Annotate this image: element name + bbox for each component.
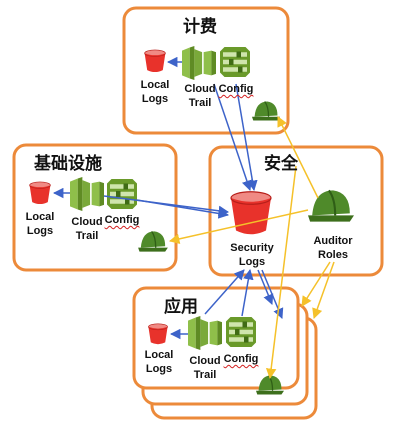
application-config-icon: [226, 317, 256, 347]
application-account-title: 应用: [164, 297, 198, 317]
auditor-to-application-helmet-arrow: [265, 165, 297, 380]
auditor-to-infrastructure-helmet-arrow: [168, 209, 309, 245]
infrastructure-to-security-logs-arrow: [103, 195, 230, 216]
billing-to-security-logs-arrow: [213, 83, 252, 191]
billing-config-icon: [220, 47, 250, 77]
billing-cloudtrail-icon: [182, 46, 216, 80]
infrastructure-account-title: 基础设施: [34, 154, 102, 174]
application-cloudtrail-icon: [188, 316, 222, 350]
security-account-title: 安全: [264, 154, 298, 174]
auditor-to-application-box-arrow-2: [312, 261, 335, 319]
infrastructure-config-label: Config: [104, 214, 140, 226]
billing-account-title: 计费: [183, 17, 217, 37]
security-logs-to-application-arrow-1: [257, 269, 274, 305]
infrastructure-config-icon: [107, 179, 137, 209]
security-logs-bucket-icon: [230, 191, 272, 235]
infrastructure-local-logs-icon: [29, 181, 51, 205]
infrastructure-account-box: [12, 143, 178, 272]
security-account-box: [208, 145, 384, 277]
infrastructure-cloudtrail-icon: [70, 177, 104, 211]
auditor-to-billing-helmet-arrow: [277, 116, 319, 199]
infrastructure-config-to-security-logs-arrow: [136, 199, 230, 219]
application-config-to-security-logs-arrow: [241, 268, 254, 317]
application-trail-to-security-logs-arrow: [204, 269, 245, 315]
billing-config-label: Config: [218, 83, 254, 95]
application-local-logs-icon: [148, 323, 168, 345]
auditor-to-application-box-arrow-1: [301, 261, 331, 307]
billing-local-logs-icon: [144, 49, 166, 73]
billing-config-to-security-logs-arrow: [235, 83, 258, 192]
application-config-label: Config: [223, 353, 259, 365]
